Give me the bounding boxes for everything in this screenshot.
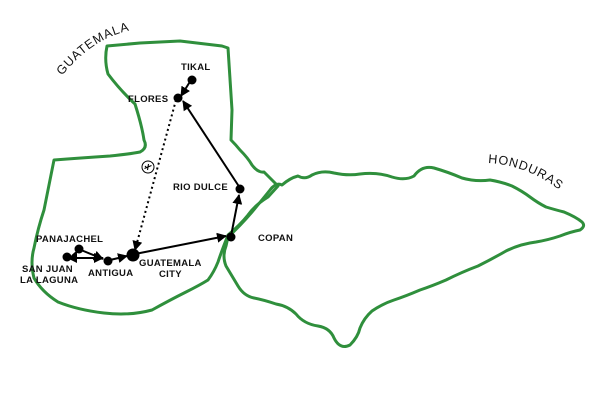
airplane-icon bbox=[141, 160, 155, 174]
honduras-country-label: HONDURAS bbox=[488, 152, 566, 193]
guatemala-city-marker bbox=[126, 248, 140, 262]
panajachel-marker bbox=[74, 244, 84, 254]
rio-dulce-label: RIO DULCE bbox=[173, 182, 228, 193]
antigua-label: ANTIGUA bbox=[88, 268, 133, 279]
copan-label: COPAN bbox=[258, 233, 293, 244]
flores-marker bbox=[173, 93, 183, 103]
flight-route-line bbox=[132, 99, 177, 251]
route-antigua-guatemala-city bbox=[109, 253, 128, 263]
panajachel-label: PANAJACHEL bbox=[36, 234, 103, 245]
route-guatemala-city-copan bbox=[134, 232, 227, 255]
honduras-border bbox=[222, 165, 586, 348]
route-copan-rio-dulce bbox=[230, 194, 243, 237]
route-panajachel-antigua bbox=[80, 249, 104, 261]
tikal-label: TIKAL bbox=[181, 62, 210, 73]
guatemala-city-label-line1: GUATEMALA bbox=[139, 258, 202, 269]
guatemala-country-label: GUATEMALA bbox=[54, 20, 131, 78]
rio-dulce-marker bbox=[235, 184, 245, 194]
guatemala-border bbox=[30, 39, 280, 316]
san-juan-label-line2: LA LAGUNA bbox=[20, 275, 78, 286]
guatemala-city-label-line2: CITY bbox=[159, 269, 182, 280]
san-juan-label-line1: SAN JUAN bbox=[22, 264, 73, 275]
copan-marker bbox=[226, 232, 236, 242]
tikal-marker bbox=[187, 75, 197, 85]
route-rio-dulce-flores bbox=[182, 100, 241, 189]
flores-label: FLORES bbox=[128, 94, 168, 105]
antigua-marker bbox=[103, 256, 113, 266]
san-juan-marker bbox=[62, 252, 72, 262]
